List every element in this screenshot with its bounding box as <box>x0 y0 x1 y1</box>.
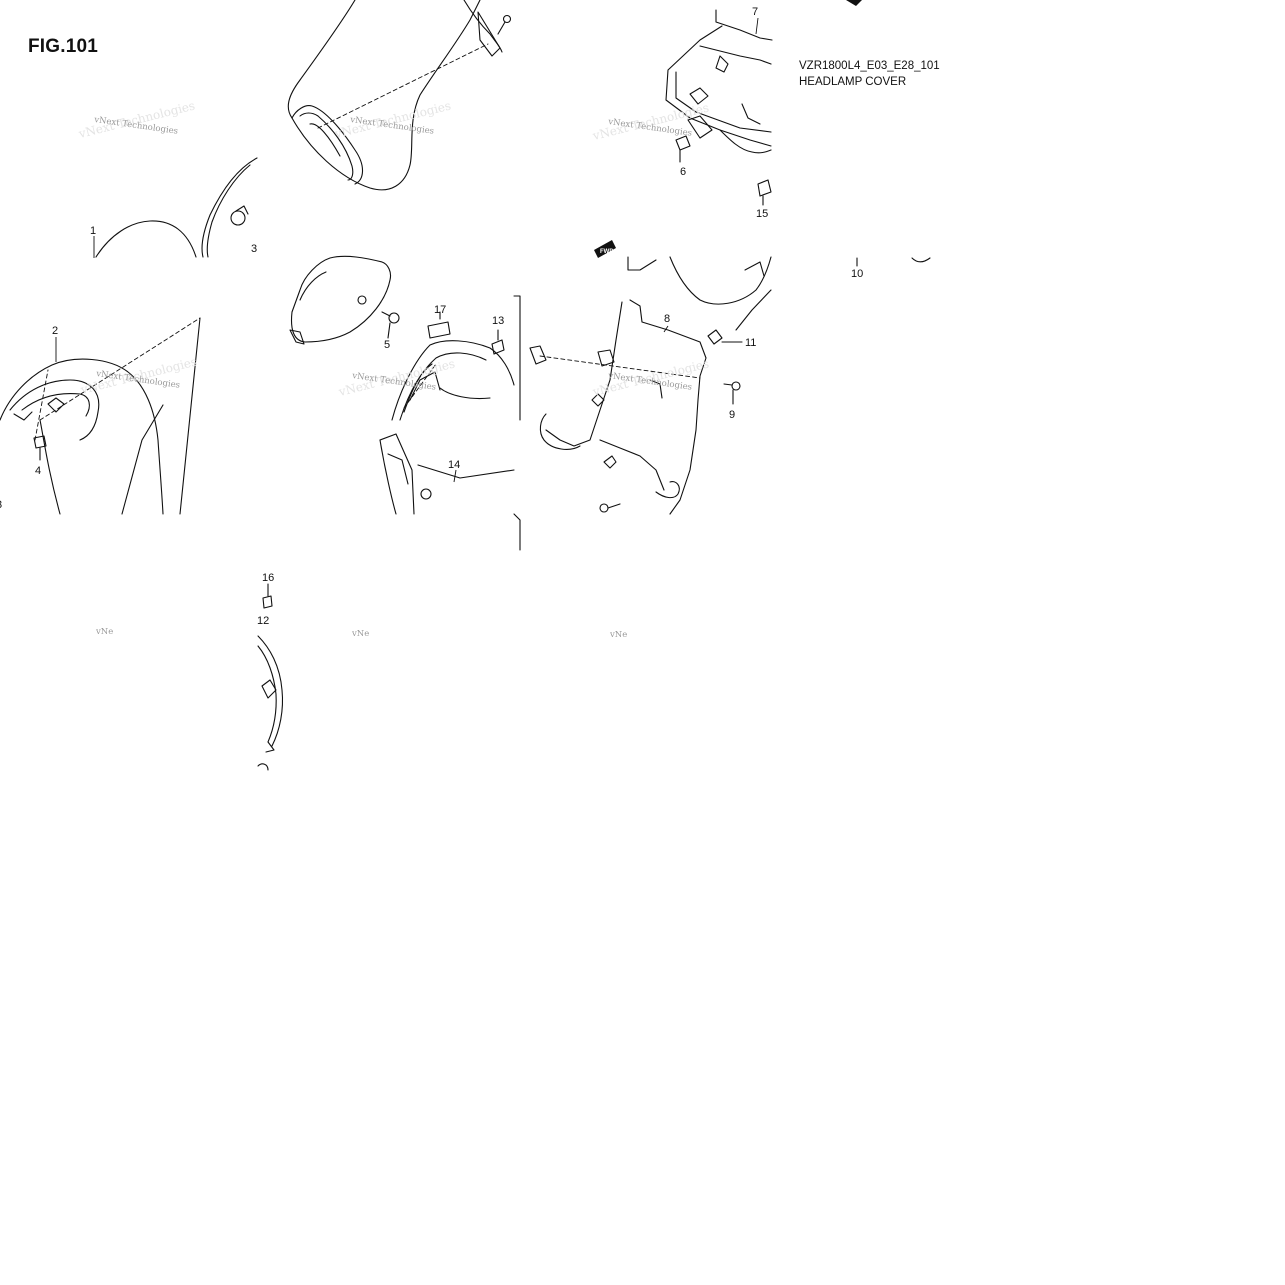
part-1-cover-side <box>289 255 392 345</box>
panel-edge <box>513 513 521 551</box>
part-16-screw <box>262 583 273 609</box>
part-15-nut <box>757 179 772 206</box>
part-1-headlamp-bezel <box>287 0 512 191</box>
part-1-headlamp-cover-outline <box>95 220 197 258</box>
callout-10: 10 <box>851 268 863 280</box>
assembly-line-4 <box>403 363 437 409</box>
callout-7: 7 <box>752 6 758 18</box>
callout-14: 14 <box>448 459 460 471</box>
callout-numbers: 1 2 3 3 4 5 6 7 8 9 10 11 12 13 14 15 16… <box>0 6 863 627</box>
watermarks: vNext Technologies vNext Technologies vN… <box>76 98 710 640</box>
part-9-bolt <box>723 381 741 405</box>
svg-text:vNe: vNe <box>351 629 369 639</box>
part-3-trim-strip <box>201 157 258 258</box>
assembly-line-3 <box>179 317 201 515</box>
callout-2: 2 <box>52 325 58 337</box>
callout-4: 4 <box>35 465 41 477</box>
assembly-line-1 <box>317 43 489 129</box>
model-code: VZR1800L4_E03_E28_101 <box>799 60 940 72</box>
part-7-bracket <box>665 9 773 154</box>
part-12-bolt-ref <box>599 503 621 513</box>
part-6-nut <box>675 135 691 163</box>
callout-8: 8 <box>664 313 670 325</box>
assembly-line-2 <box>34 317 201 441</box>
part-4-clip <box>33 435 47 461</box>
part-5-screw <box>381 311 400 339</box>
callout-6: 6 <box>680 166 686 178</box>
svg-text:vNe: vNe <box>95 627 113 637</box>
diagram-name: HEADLAMP COVER <box>799 76 907 88</box>
callout-9: 9 <box>729 409 735 421</box>
part-10-leader-stub <box>856 257 931 267</box>
callout-3: 3 <box>251 243 257 255</box>
callout-12: 12 <box>257 615 269 627</box>
figure-title: FIG.101 <box>28 36 99 57</box>
fwd-arrow-top-icon <box>846 0 862 6</box>
assembly-line-5 <box>539 355 701 379</box>
part-12-trim <box>257 635 284 771</box>
callout-11: 11 <box>745 337 756 349</box>
part-10-cover-tile-edge <box>627 256 772 331</box>
leader-lines <box>55 17 759 483</box>
callout-1: 1 <box>90 225 96 237</box>
part-17-tape <box>427 311 451 339</box>
callout-5: 5 <box>384 339 390 351</box>
callout-13: 13 <box>492 315 504 327</box>
callout-16: 16 <box>262 572 274 584</box>
part-8-headlamp-bracket <box>529 299 707 515</box>
callout-17: 17 <box>434 304 446 316</box>
part-11-grommet <box>707 329 743 345</box>
svg-text:FWD: FWD <box>600 249 614 255</box>
fwd-arrow-icon: FWD <box>594 240 616 258</box>
part-edge <box>513 295 521 421</box>
part-14-inner-panel <box>379 340 515 515</box>
part-2-lower-cover <box>0 358 164 515</box>
callout-3-left: 3 <box>0 499 2 511</box>
callout-15: 15 <box>756 208 768 220</box>
svg-text:vNe: vNe <box>609 630 627 640</box>
